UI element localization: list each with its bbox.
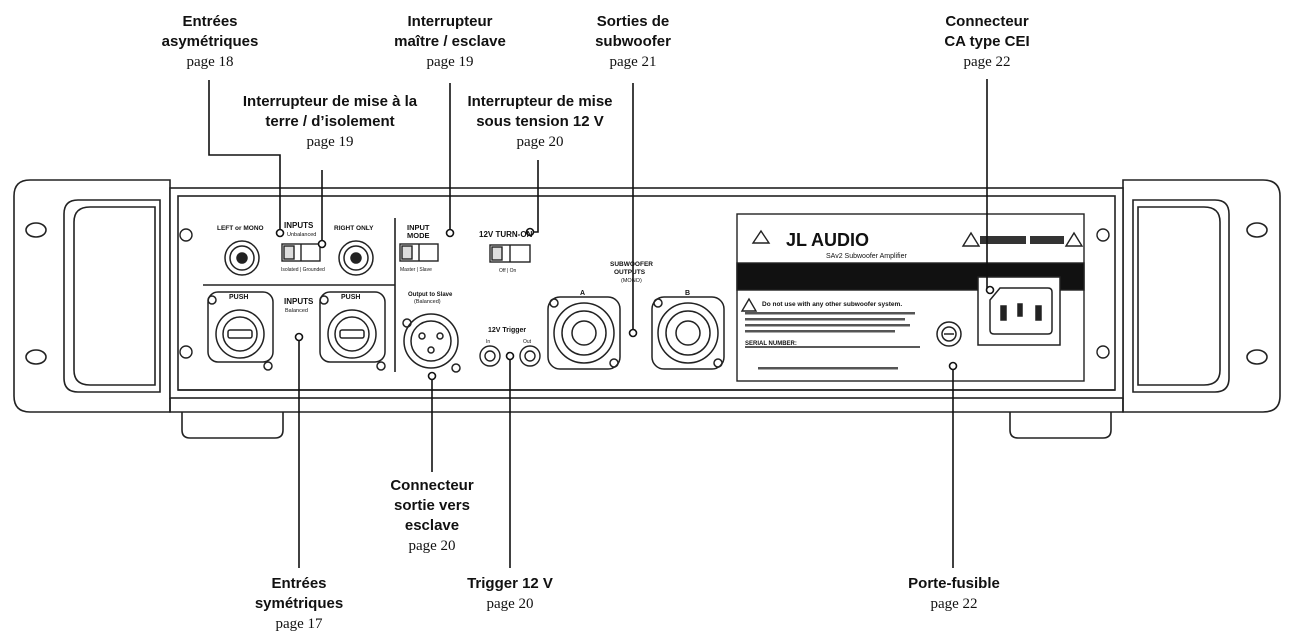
label-12v-trigger: 12V Trigger — [488, 327, 526, 334]
label-push-right: PUSH — [341, 294, 360, 301]
callout-unbalanced-inputs: Entrées asymétriques page 18 — [150, 12, 270, 72]
callout-title: Interrupteur de mise à la — [242, 93, 418, 110]
label-trigger-in: In — [486, 339, 490, 345]
speakon-output-a — [547, 296, 621, 370]
callout-master-slave-switch: Interrupteur maître / esclave page 19 — [380, 12, 520, 72]
callout-title: maître / esclave — [394, 33, 506, 50]
label-inputs-balanced: INPUTS — [284, 297, 314, 306]
callout-title: Entrées — [271, 575, 327, 592]
panel-printed-text: LEFT or MONO INPUTS Unbalanced Isolated … — [217, 221, 907, 347]
callout-title: terre / d’isolement — [265, 113, 395, 130]
callout-slave-output-connector: Connecteur sortie vers esclave page 20 — [372, 476, 492, 556]
label-right-only: RIGHT ONLY — [334, 225, 374, 232]
callout-title: Entrées — [182, 13, 238, 30]
ground-lift-switch-drawing — [281, 243, 321, 262]
label-left-or-mono: LEFT or MONO — [217, 225, 264, 232]
label-output-balanced: (Balanced) — [414, 299, 441, 305]
callout-title: sous tension 12 V — [476, 113, 604, 130]
serial-number-label: SERIAL NUMBER: — [745, 341, 797, 347]
callout-page: page 19 — [426, 54, 474, 70]
callout-title: Connecteur — [945, 13, 1029, 30]
callout-page: page 22 — [930, 596, 978, 612]
combo-jack-left — [207, 291, 274, 371]
label-mode: MODE — [407, 231, 430, 240]
turn-on-switch-drawing — [489, 244, 531, 263]
leader-lines — [208, 79, 993, 568]
callout-page: page 17 — [275, 616, 323, 632]
label-mono: (MONO) — [621, 278, 642, 284]
xlr-output-connector — [402, 313, 461, 373]
callout-page: page 22 — [963, 54, 1011, 70]
callout-fuse-holder: Porte-fusible page 22 — [892, 574, 1016, 614]
callout-title: sortie vers — [394, 497, 470, 514]
label-trigger-out: Out — [523, 339, 532, 345]
label-output-b: B — [685, 290, 690, 297]
callout-title: asymétriques — [161, 33, 259, 50]
callout-page: page 21 — [609, 54, 657, 70]
label-inputs-unbalanced: INPUTS — [284, 221, 314, 230]
callout-page: page 20 — [408, 538, 456, 554]
callout-page: page 18 — [186, 54, 234, 70]
label-subwoofer: SUBWOOFER — [610, 261, 653, 268]
label-12v-turn-on: 12V TURN-ON — [479, 230, 533, 239]
callout-iec-ac-connector: Connecteur CA type CEI page 22 — [922, 12, 1052, 72]
label-isolated-grounded: Isolated | Grounded — [281, 267, 325, 273]
left-rack-ear — [13, 179, 171, 413]
rca-jack-left — [224, 240, 260, 276]
brand-logo-text: JL AUDIO — [786, 230, 869, 250]
label-master-slave: Master | Slave — [400, 267, 432, 273]
label-push-left: PUSH — [229, 294, 248, 301]
label-unbalanced: Unbalanced — [287, 232, 316, 238]
callout-page: page 20 — [486, 596, 534, 612]
input-mode-switch-drawing — [399, 243, 439, 262]
callout-title: Interrupteur de mise — [467, 93, 613, 110]
label-output-to-slave: Output to Slave — [408, 292, 453, 298]
combo-jack-right — [319, 291, 386, 371]
callout-subwoofer-outputs: Sorties de subwoofer page 21 — [575, 12, 691, 72]
label-output-a: A — [580, 290, 585, 297]
label-outputs: OUTPUTS — [614, 269, 646, 276]
callout-page: page 20 — [516, 134, 564, 150]
model-name: SAv2 Subwoofer Amplifier — [826, 253, 907, 260]
callout-turn-on-12v-switch: Interrupteur de mise sous tension 12 V p… — [440, 92, 640, 152]
callout-trigger-12v: Trigger 12 V page 20 — [450, 574, 570, 614]
callout-ground-lift-switch: Interrupteur de mise à la terre / d’isol… — [205, 92, 455, 152]
callout-balanced-inputs: Entrées symétriques page 17 — [240, 574, 358, 634]
callout-title: Trigger 12 V — [467, 575, 553, 592]
callout-title: subwoofer — [595, 33, 671, 50]
callout-title: CA type CEI — [944, 33, 1030, 50]
label-balanced: Balanced — [285, 308, 308, 314]
trigger-jacks — [479, 345, 541, 367]
callout-title: Porte-fusible — [908, 575, 1000, 592]
callout-title: symétriques — [254, 595, 344, 612]
fuse-holder-drawing — [936, 321, 962, 347]
right-rack-ear — [1122, 179, 1281, 413]
callout-title: esclave — [404, 517, 460, 534]
callout-page: page 19 — [306, 134, 354, 150]
speakon-output-b — [651, 296, 725, 370]
rca-jack-right — [338, 240, 374, 276]
callout-title: Interrupteur — [407, 13, 493, 30]
plate-warning: Do not use with any other subwoofer syst… — [762, 301, 902, 308]
callout-title: Connecteur — [390, 477, 474, 494]
label-input: INPUT — [407, 223, 430, 232]
callout-title: Sorties de — [596, 13, 670, 30]
leader-dots — [275, 227, 995, 381]
label-off-on: Off | On — [499, 268, 517, 274]
